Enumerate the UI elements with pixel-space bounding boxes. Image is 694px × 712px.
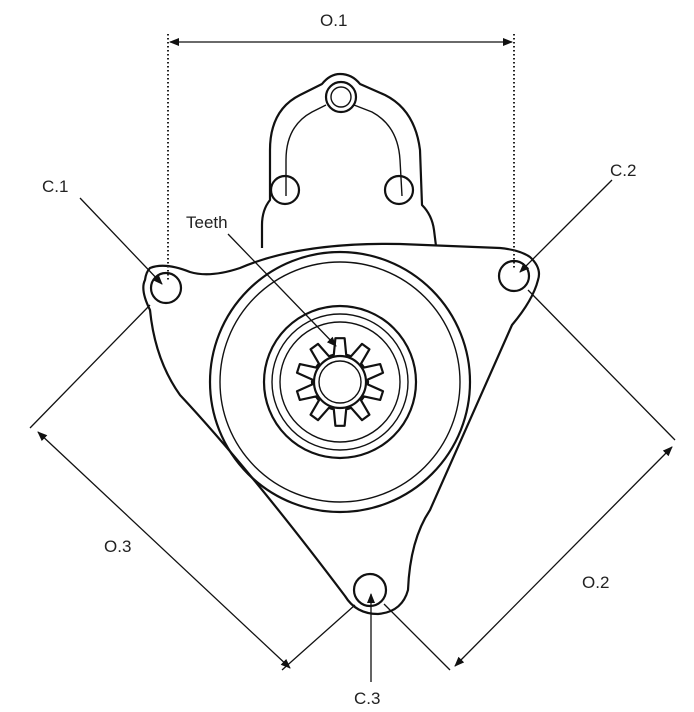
callout-c3: C.3	[354, 593, 380, 708]
callout-c1: C.1	[42, 177, 163, 285]
mounting-holes	[149, 259, 531, 608]
callout-teeth: Teeth	[186, 213, 337, 347]
mounting-flange	[142, 242, 541, 616]
solenoid-bracket	[260, 72, 438, 248]
housing-rings	[208, 250, 472, 514]
dimension-o3: O.3	[29, 304, 356, 671]
pinion-gear	[295, 337, 385, 427]
label-c3: C.3	[354, 689, 380, 708]
hole-c1	[149, 271, 183, 305]
dimension-o2: O.2	[383, 289, 676, 671]
label-o3: O.3	[104, 537, 131, 556]
label-teeth: Teeth	[186, 213, 228, 232]
callout-c2: C.2	[519, 161, 636, 273]
hole-c2	[497, 259, 531, 293]
hole-c3	[352, 572, 388, 608]
label-o1: O.1	[320, 11, 347, 30]
label-c1: C.1	[42, 177, 68, 196]
label-o2: O.2	[582, 573, 609, 592]
label-c2: C.2	[610, 161, 636, 180]
dimension-o1: O.1	[169, 11, 513, 46]
pinion-teeth	[295, 337, 385, 427]
